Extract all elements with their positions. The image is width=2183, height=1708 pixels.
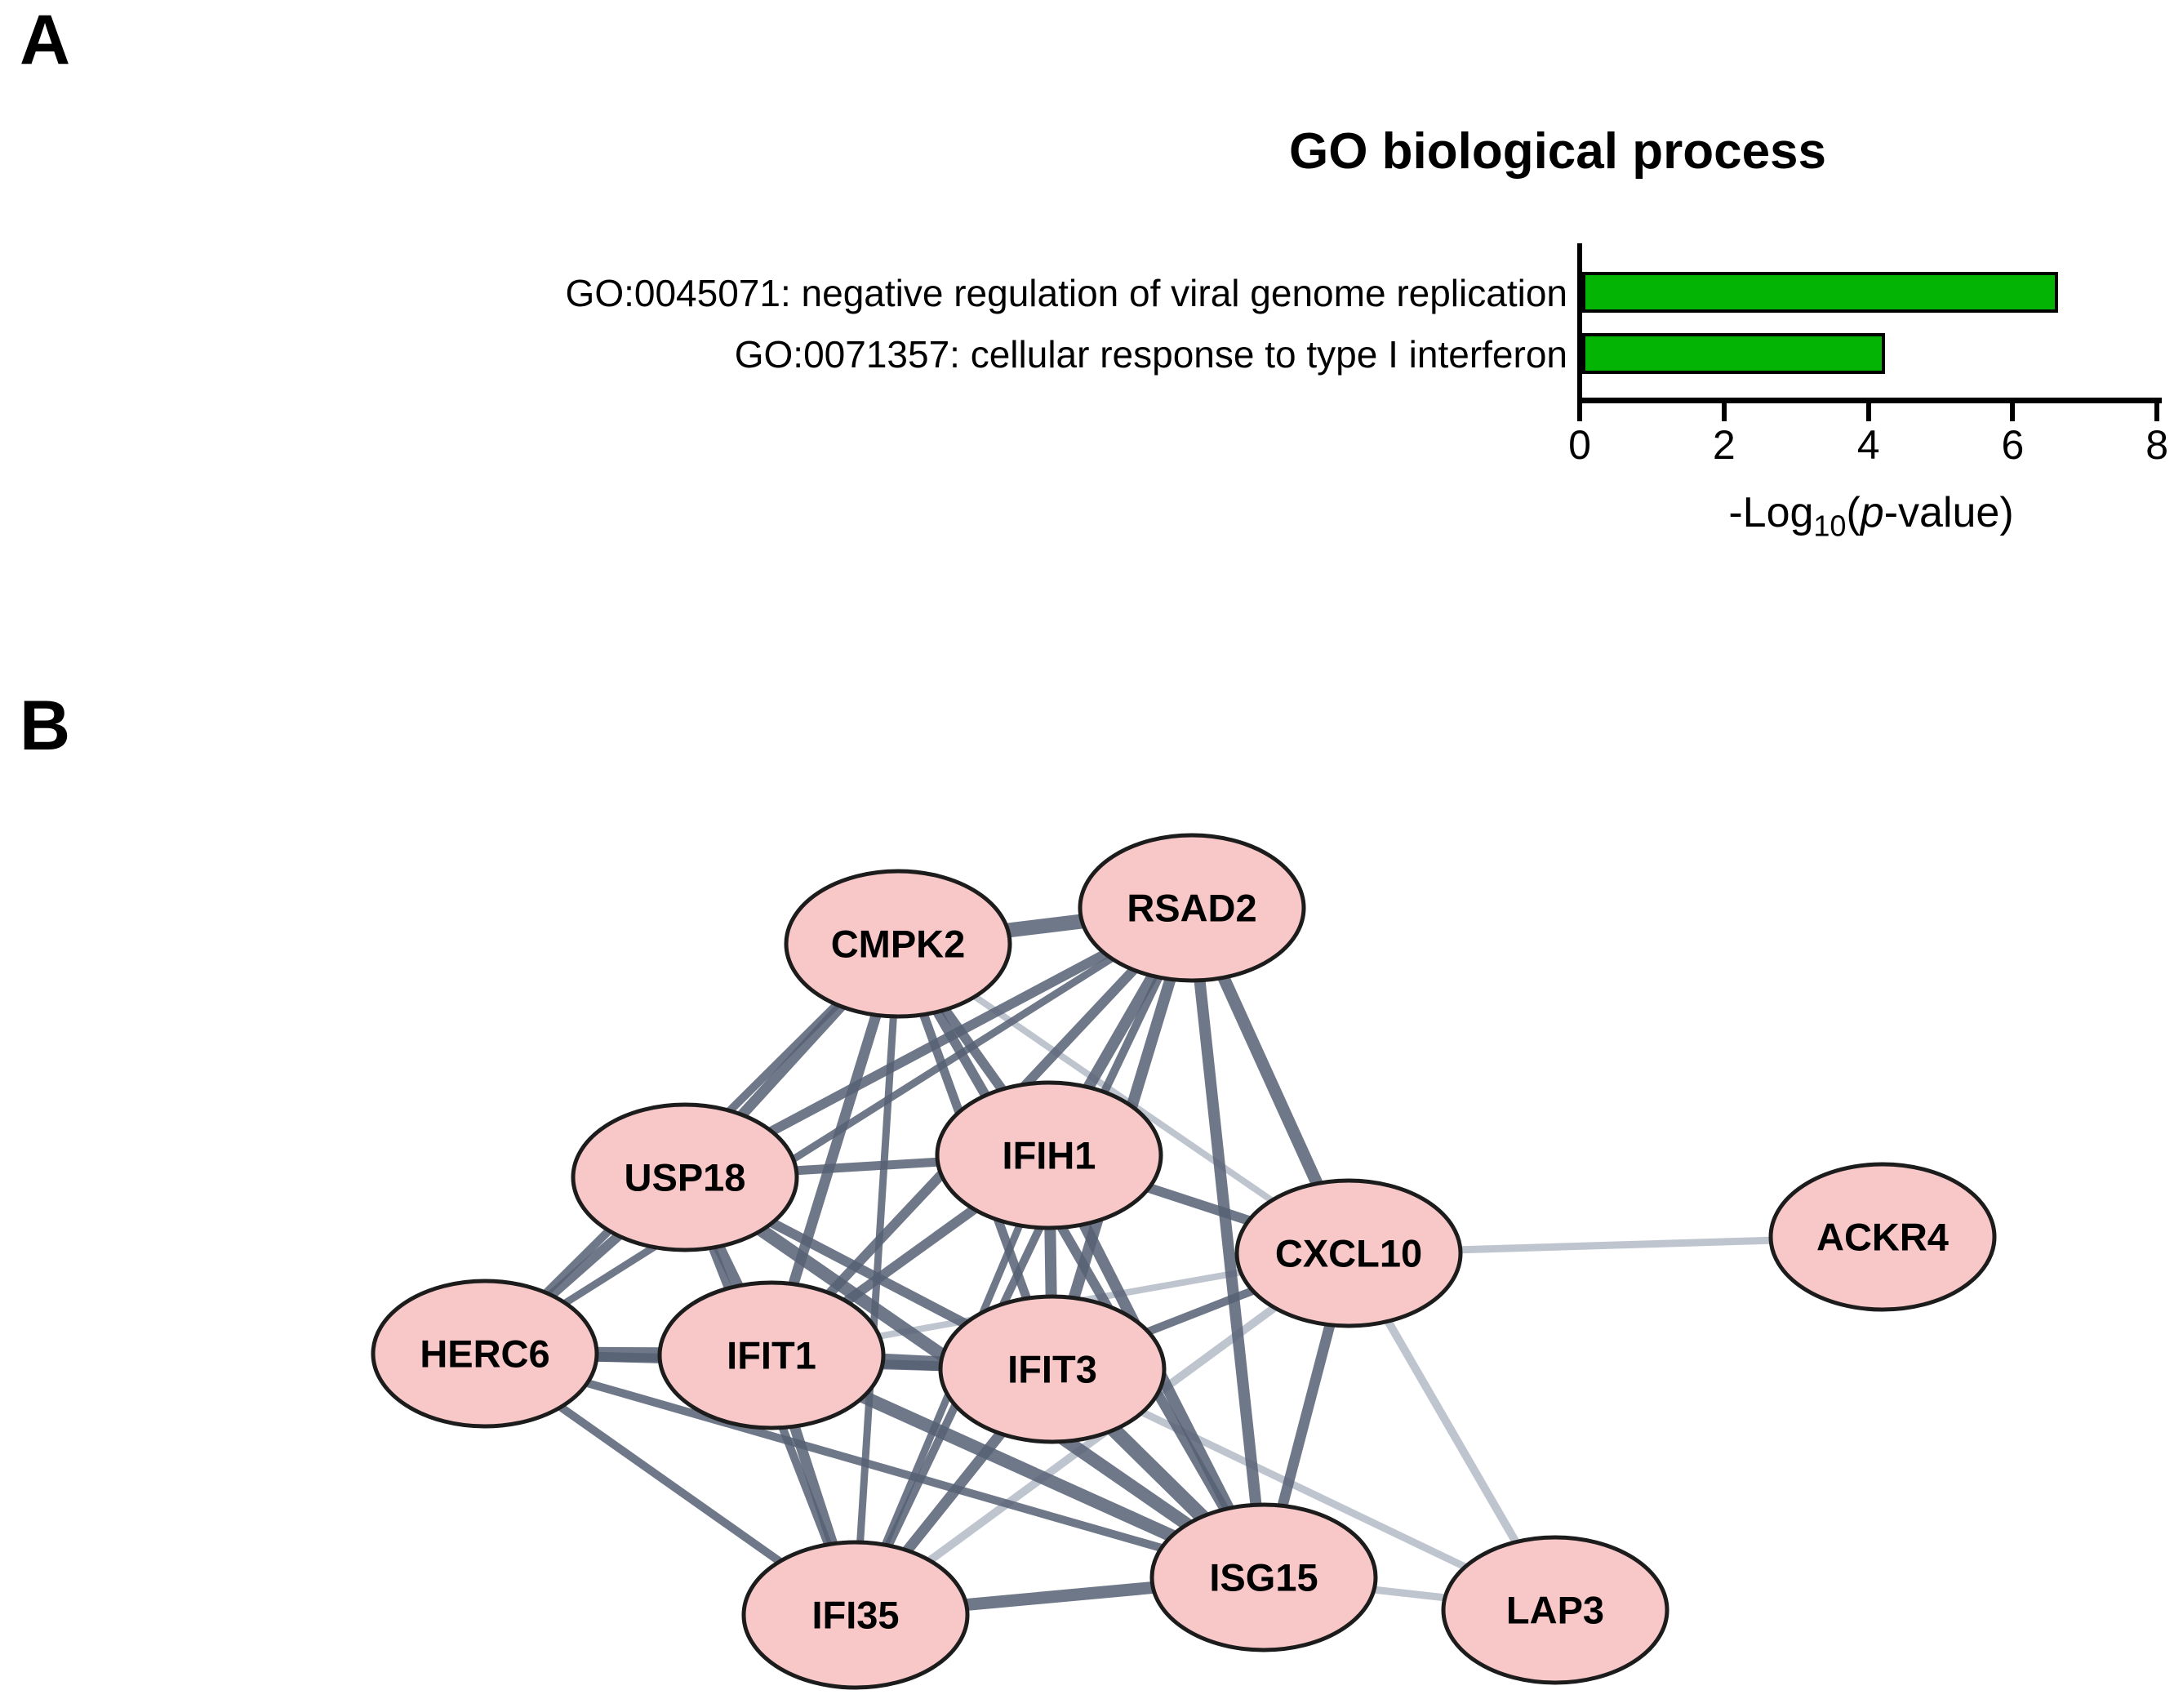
- edge-ISG15-HERC6: [483, 1350, 1265, 1581]
- node-ISG15: ISG15: [1149, 1502, 1378, 1652]
- x-axis-tick-label: 6: [2001, 422, 2025, 468]
- gene-node-ellipse: [784, 869, 1012, 1019]
- x-axis-label-subscript: 10: [1813, 509, 1847, 543]
- x-axis-label: -Log10(p-value): [1728, 488, 2013, 543]
- gene-node-ellipse: [935, 1080, 1163, 1230]
- node-RSAD2: RSAD2: [1078, 833, 1306, 983]
- edge-RSAD2-HERC6: [482, 905, 1194, 1357]
- x-axis-tick-label: 2: [1712, 422, 1736, 468]
- gene-node-label: IFI35: [811, 1593, 899, 1636]
- node-IFI35: IFI35: [741, 1540, 970, 1690]
- gene-node-label: ISG15: [1209, 1555, 1318, 1599]
- node-ACKR4: ACKR4: [1768, 1162, 1997, 1312]
- panel-b-label: B: [20, 687, 71, 765]
- go-term-bar: [1582, 272, 2058, 313]
- x-axis-label-suffix: -value): [1883, 489, 2014, 536]
- x-axis-tick-label: 0: [1568, 422, 1591, 468]
- node-HERC6: HERC6: [371, 1279, 599, 1429]
- gene-node-ellipse: [1441, 1535, 1669, 1685]
- node-IFIT1: IFIT1: [657, 1280, 886, 1430]
- node-CMPK2: CMPK2: [784, 869, 1012, 1019]
- node-CXCL10: CXCL10: [1234, 1178, 1463, 1328]
- x-axis-tick-mark: [2154, 400, 2160, 421]
- node-LAP3: LAP3: [1441, 1535, 1669, 1685]
- x-axis-tick-label: 8: [2145, 422, 2169, 468]
- gene-node-label: CMPK2: [831, 922, 966, 965]
- y-axis-line: [1577, 243, 1582, 403]
- category-label: GO:0045071: negative regulation of viral…: [565, 272, 1567, 314]
- gene-node-label: HERC6: [420, 1332, 549, 1375]
- node-IFIT3: IFIT3: [938, 1294, 1167, 1444]
- gene-node-ellipse: [571, 1102, 799, 1252]
- gene-node-label: USP18: [625, 1155, 746, 1199]
- gene-node-label: IFIT3: [1007, 1347, 1097, 1390]
- gene-node-label: ACKR4: [1816, 1215, 1949, 1258]
- gene-node-ellipse: [741, 1540, 970, 1690]
- x-axis-label-p: p: [1860, 489, 1884, 536]
- x-axis-tick-label: 4: [1856, 422, 1880, 468]
- gene-node-ellipse: [371, 1279, 599, 1429]
- gene-node-ellipse: [938, 1294, 1167, 1444]
- gene-node-ellipse: [1149, 1502, 1378, 1652]
- gene-node-ellipse: [1768, 1162, 1997, 1312]
- chart-title: GO biological process: [1288, 123, 1827, 180]
- gene-node-label: RSAD2: [1127, 886, 1256, 929]
- x-axis-label-open-paren: (: [1846, 489, 1861, 536]
- gene-node-label: IFIH1: [1003, 1133, 1096, 1176]
- category-label: GO:0071357: cellular response to type I …: [734, 333, 1567, 376]
- gene-node-label: CXCL10: [1275, 1231, 1422, 1274]
- edge-RSAD2-ISG15: [1186, 907, 1269, 1578]
- gene-node-ellipse: [657, 1280, 886, 1430]
- panel-a-label: A: [20, 1, 71, 79]
- x-axis-label-prefix: -Log: [1728, 489, 1814, 536]
- x-axis-tick-mark: [1721, 400, 1727, 421]
- x-axis-tick-mark: [2010, 400, 2016, 421]
- go-term-bar: [1582, 333, 1885, 374]
- node-USP18: USP18: [571, 1102, 799, 1252]
- gene-node-ellipse: [1234, 1178, 1463, 1328]
- gene-node-label: LAP3: [1506, 1588, 1604, 1631]
- gene-node-ellipse: [1078, 833, 1306, 983]
- gene-node-label: IFIT1: [727, 1333, 816, 1377]
- x-axis-tick-mark: [1577, 400, 1582, 421]
- x-axis-tick-mark: [1865, 400, 1871, 421]
- edge-RSAD2-IFI35: [851, 905, 1196, 1617]
- node-IFIH1: IFIH1: [935, 1080, 1163, 1230]
